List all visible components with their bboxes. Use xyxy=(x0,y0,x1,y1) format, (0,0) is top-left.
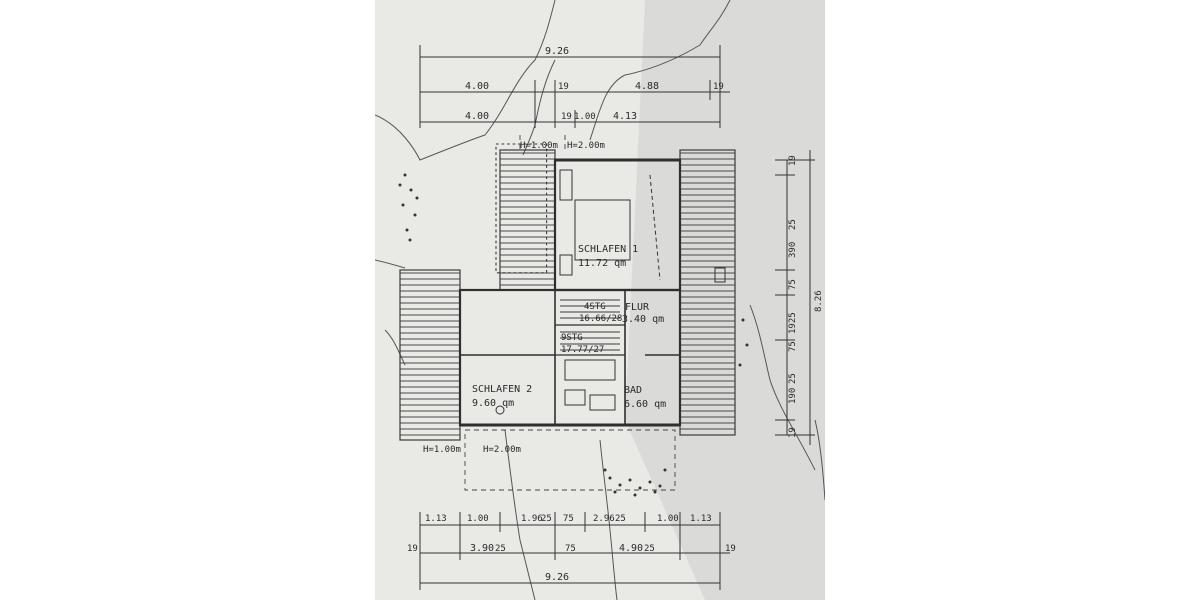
room-flur-area: 3.40 qm xyxy=(622,314,664,325)
outline-dashed xyxy=(464,135,676,491)
stair-top-name: 4STG xyxy=(584,302,606,312)
right-dim-5: 1925 xyxy=(788,312,798,334)
right-dim-1: 19 xyxy=(788,155,798,166)
walls xyxy=(458,158,682,427)
height-bottom-right: H=2.00m xyxy=(483,445,521,455)
vegetation-marks xyxy=(398,173,749,497)
bottom-dim-r2-3: 25 xyxy=(495,544,506,554)
bottom-dim-r1-6: 2.96 xyxy=(593,514,615,524)
stair-bottom-spec: 17.77/27 xyxy=(561,345,604,355)
top-dim-row2-c: 4.88 xyxy=(635,81,659,92)
room-bad-name: BAD xyxy=(624,385,642,396)
right-dim-9: 19 xyxy=(788,427,798,438)
room-schlafen2-name: SCHLAFEN 2 xyxy=(472,384,532,395)
top-dim-row2-d: 19 xyxy=(713,82,724,92)
right-dim-4: 75 xyxy=(788,279,798,290)
bottom-dimension-lines xyxy=(419,512,730,590)
floor-plan-sheet: 9.26 4.00 19 4.88 19 4.00 19 1.00 4.13 H… xyxy=(375,0,825,600)
top-dim-overall: 9.26 xyxy=(545,46,569,57)
bottom-dim-r1-1: 1.13 xyxy=(425,514,447,524)
room-schlafen1-name: SCHLAFEN 1 xyxy=(578,244,638,255)
bottom-dim-r2-5: 4.90 xyxy=(619,543,643,554)
stair-top-spec: 16.66/28 xyxy=(579,314,622,324)
bottom-dim-r1-2: 1.00 xyxy=(467,514,489,524)
bottom-dim-r2-2: 3.90 xyxy=(470,543,494,554)
right-dim-2: 390 xyxy=(788,242,798,258)
bottom-dim-r2-6: 25 xyxy=(644,544,655,554)
top-dim-row2-b: 19 xyxy=(558,82,569,92)
top-dim-row3-d: 4.13 xyxy=(613,111,637,122)
stair-treads xyxy=(560,299,620,351)
bottom-dim-r1-7: 25 xyxy=(615,514,626,524)
bottom-dim-r1-8: 1.00 xyxy=(657,514,679,524)
fixtures xyxy=(495,169,726,415)
top-dimension-lines xyxy=(419,45,730,128)
bottom-dim-r1-5: 75 xyxy=(563,514,574,524)
right-dim-7: 190 xyxy=(788,388,798,404)
bottom-dim-overall: 9.26 xyxy=(545,572,569,583)
top-dim-row2-a: 4.00 xyxy=(465,81,489,92)
height-top-left: H=1.00m xyxy=(520,141,558,151)
top-dim-row3-b: 19 xyxy=(561,112,572,122)
right-dim-overall: 8.26 xyxy=(814,290,824,312)
room-flur-name: FLUR xyxy=(625,302,650,313)
right-dim-3: 25 xyxy=(788,219,798,230)
top-dim-row3-c: 1.00 xyxy=(574,112,596,122)
floor-plan-drawing: 9.26 4.00 19 4.88 19 4.00 19 1.00 4.13 H… xyxy=(375,0,825,600)
right-dimension-lines xyxy=(775,150,815,445)
right-dim-8: 25 xyxy=(788,373,798,384)
right-dim-6: 75 xyxy=(788,341,798,352)
room-bad-area: 6.60 qm xyxy=(624,399,666,410)
room-schlafen1-area: 11.72 qm xyxy=(578,258,626,269)
stair-bottom-name: 9STG xyxy=(561,333,583,343)
room-schlafen2-area: 9.60 qm xyxy=(472,398,514,409)
bottom-dim-r1-3: 1.96 xyxy=(521,514,543,524)
bottom-dim-r2-4: 75 xyxy=(565,544,576,554)
bottom-dim-r1-9: 1.13 xyxy=(690,514,712,524)
roof-slopes xyxy=(399,143,736,441)
bottom-dim-r1-4: 25 xyxy=(541,514,552,524)
height-bottom-left: H=1.00m xyxy=(423,445,461,455)
bottom-dim-r2-1: 19 xyxy=(407,544,418,554)
top-dim-row3-a: 4.00 xyxy=(465,111,489,122)
height-top-right: H=2.00m xyxy=(567,141,605,151)
bottom-dim-r2-7: 19 xyxy=(725,544,736,554)
